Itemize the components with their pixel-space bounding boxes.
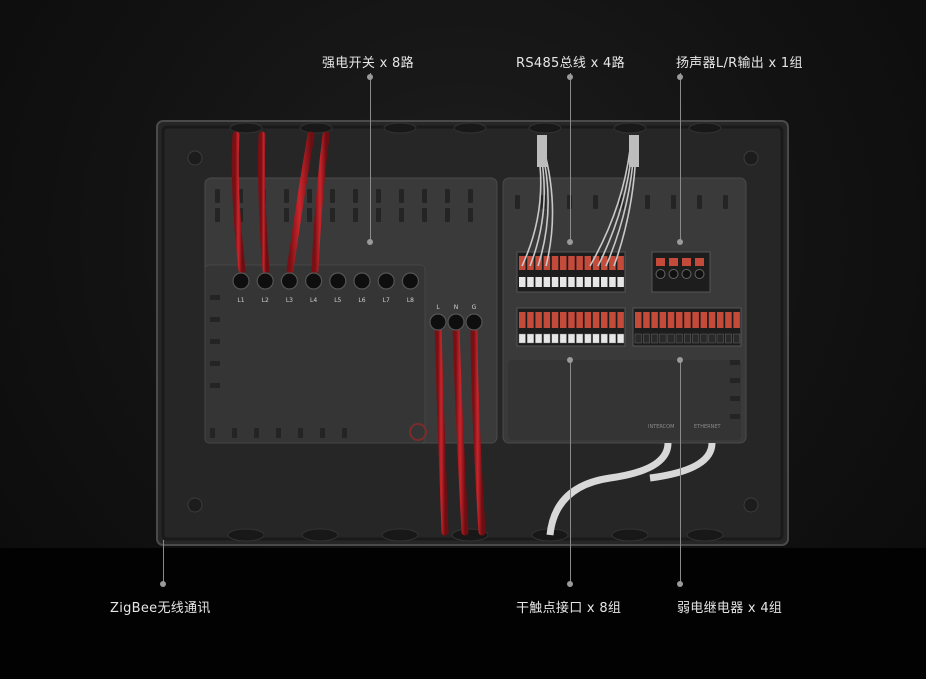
power-terminal-label: L [436,304,440,311]
mains-terminal-label: L4 [310,297,317,304]
power-terminal [429,313,447,331]
leader-dot-relay [677,581,683,587]
mains-terminal-label: L7 [383,297,390,304]
screw-tl [187,150,203,166]
leader-zigbee [163,540,164,585]
power-terminal [465,313,483,331]
mains-terminal-label: L8 [407,297,414,304]
mains-terminal [280,272,298,290]
mains-terminal-label: L5 [334,297,341,304]
leader-speaker [680,73,681,243]
leader-dot-rs485 [567,74,573,80]
mains-terminal [256,272,274,290]
screw-br [743,497,759,513]
leader-relay [680,360,681,585]
mains-terminal [377,272,395,290]
callout-mains-switch: 强电开关 x 8路 [322,56,414,71]
leader-dot-zigbee [160,581,166,587]
leader-dot-relay-start [677,357,683,363]
mains-terminal-label: L2 [262,297,269,304]
mains-terminal [329,272,347,290]
mains-terminal-label: L1 [237,297,244,304]
callout-relay: 弱电继电器 x 4组 [677,601,783,616]
leader-dry [570,360,571,585]
leader-dot-speaker [677,74,683,80]
leader-mains [370,73,371,243]
leader-dot-mains [367,74,373,80]
leader-rs485 [570,73,571,243]
mains-terminal [232,272,250,290]
screw-bl [187,497,203,513]
power-terminal-label: N [454,304,459,311]
callout-zigbee: ZigBee无线通讯 [110,601,211,616]
svg-text:ETHERNET: ETHERNET [694,424,722,430]
leader-dot-dry [567,581,573,587]
leader-dot-rs485-end [567,239,573,245]
power-terminal [447,313,465,331]
mains-terminal-label: L3 [286,297,293,304]
mains-terminal [305,272,323,290]
callout-speaker: 扬声器L/R输出 x 1组 [676,56,803,71]
svg-text:INTERCOM: INTERCOM [648,424,674,430]
floor-shadow [0,548,926,679]
leader-dot-speaker-end [677,239,683,245]
callout-dry-contact: 干触点接口 x 8组 [516,601,622,616]
mains-terminal [353,272,371,290]
screw-tr [743,150,759,166]
power-terminal-label: G [472,304,477,311]
mains-terminal [401,272,419,290]
leader-dot-mains-end [367,239,373,245]
leader-dot-dry-start [567,357,573,363]
mains-terminal-label: L6 [358,297,365,304]
callout-rs485: RS485总线 x 4路 [516,56,625,71]
